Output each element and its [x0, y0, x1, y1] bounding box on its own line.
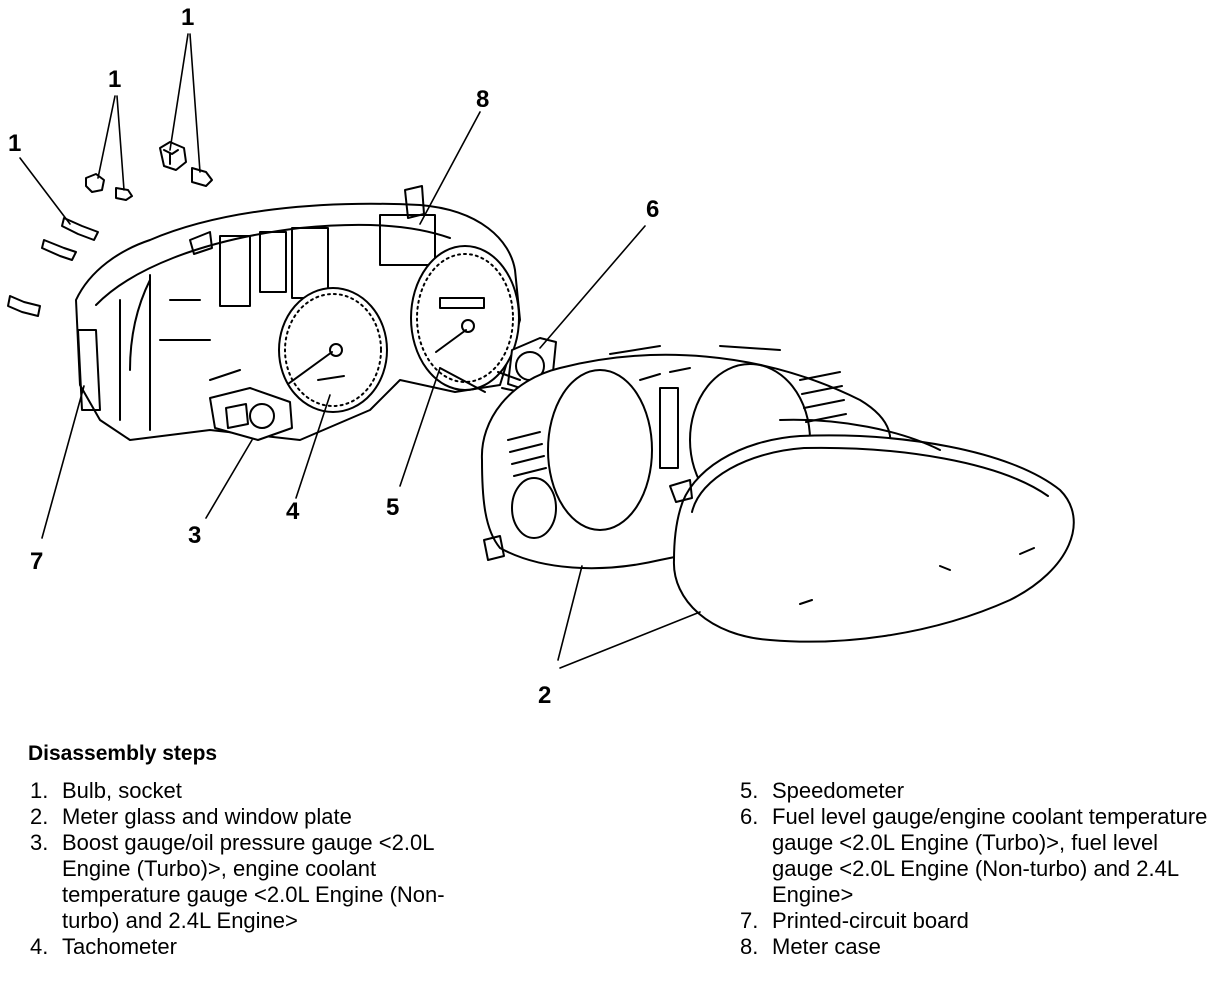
tachometer-gauge [278, 287, 388, 413]
step-text: Meter glass and window plate [62, 804, 352, 829]
step-item: 7. Printed-circuit board [740, 908, 1210, 934]
step-number: 1. [30, 778, 49, 803]
callout-8: 8 [476, 86, 490, 113]
step-number: 4. [30, 934, 49, 959]
meter-glass [669, 418, 1075, 643]
callout-4: 4 [286, 498, 300, 525]
step-text: Fuel level gauge/engine coolant temperat… [772, 804, 1208, 907]
callout-5: 5 [386, 494, 400, 521]
callout-1-left: 1 [8, 130, 22, 157]
step-text: Printed-circuit board [772, 908, 969, 933]
steps-list-left: 1. Bulb, socket 2. Meter glass and window … [30, 778, 500, 960]
callout-2: 2 [538, 682, 552, 709]
step-number: 3. [30, 830, 49, 855]
callout-1-top: 1 [181, 4, 195, 31]
step-text: Speedometer [772, 778, 905, 803]
steps-list-right: 5. Speedometer 6. Fuel level gauge/engine … [740, 778, 1210, 960]
step-number: 2. [30, 804, 49, 829]
step-number: 7. [740, 908, 759, 933]
step-number: 6. [740, 804, 759, 829]
step-text: Tachometer [62, 934, 177, 959]
step-item: 8. Meter case [740, 934, 1210, 960]
callout-7: 7 [30, 548, 44, 575]
steps-title: Disassembly steps [28, 742, 218, 765]
step-item: 1. Bulb, socket [30, 778, 500, 804]
instrument-cluster-exploded-diagram [7, 33, 1075, 669]
step-number: 5. [740, 778, 759, 803]
step-item: 2. Meter glass and window plate [30, 804, 500, 830]
step-item: 6. Fuel level gauge/engine coolant temper… [740, 804, 1210, 908]
step-number: 8. [740, 934, 759, 959]
step-item: 5. Speedometer [740, 778, 1210, 804]
boost-gauge [209, 387, 293, 441]
speedometer-gauge [410, 245, 520, 393]
step-text: Meter case [772, 934, 881, 959]
step-item: 3. Boost gauge/oil pressure gauge <2.0L E… [30, 830, 500, 934]
callout-3: 3 [188, 522, 202, 549]
step-text: Boost gauge/oil pressure gauge <2.0L Eng… [62, 830, 445, 933]
step-item: 4. Tachometer [30, 934, 500, 960]
callout-6: 6 [646, 196, 660, 223]
leader-lines [19, 33, 701, 669]
callout-1-mid: 1 [108, 66, 122, 93]
step-text: Bulb, socket [62, 778, 182, 803]
bulb-socket-parts [7, 141, 213, 317]
